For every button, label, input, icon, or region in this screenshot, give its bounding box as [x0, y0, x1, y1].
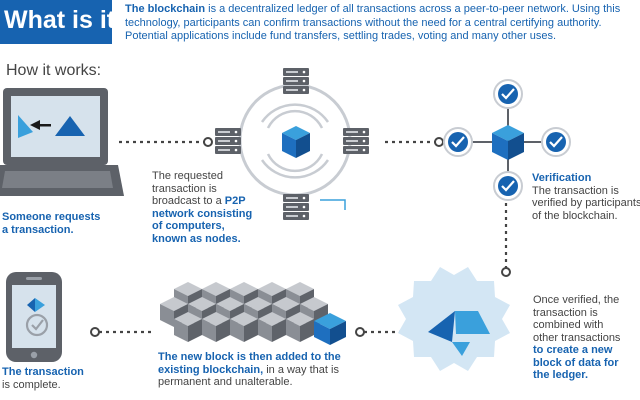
p2p-network [215, 68, 369, 220]
broadcast-l6: known as nodes. [152, 232, 241, 245]
server-icon [343, 128, 369, 154]
cube-icon [314, 313, 346, 345]
intro-paragraph: The blockchain is a decentralized ledger… [125, 3, 637, 44]
step-request-line1: Someone requests [2, 211, 101, 223]
section-heading: How it works: [6, 62, 102, 79]
broadcast-l3: broadcast to a [152, 195, 225, 207]
check-icon [443, 127, 473, 157]
verification-title: Verification [532, 172, 592, 184]
combined-l5: to create a new [533, 344, 613, 356]
broadcast-l2: transaction is [152, 182, 217, 195]
verification-l2: verified by participants [532, 197, 640, 209]
page-title: What is it? [4, 6, 131, 34]
broadcast-l5: of computers, [152, 220, 225, 232]
added-l1: The new block is then added to the [158, 351, 341, 363]
step-complete-text: The transaction is complete. [2, 366, 102, 391]
server-icon [283, 68, 309, 94]
phone-icon [6, 272, 62, 362]
cube-icon [492, 125, 524, 160]
step-added-text: The new block is then added to the exist… [158, 351, 378, 389]
cube-icon [282, 126, 310, 158]
laptop-icon [0, 88, 124, 196]
starburst-icon [398, 267, 510, 371]
step-broadcast-text: The requested transaction is broadcast t… [152, 170, 292, 245]
broadcast-l4: network consisting [152, 207, 253, 220]
check-icon [541, 127, 571, 157]
step-verification-text: Verification The transaction is verified… [532, 172, 640, 222]
combined-l4: other transactions [533, 331, 621, 344]
added-l2: existing blockchain, [158, 363, 264, 376]
broadcast-l1: The requested [152, 170, 223, 182]
complete-l1: The transaction [2, 366, 84, 378]
check-icon [493, 79, 523, 109]
verification-network [443, 79, 571, 201]
title-banner [0, 0, 112, 44]
broadcast-p2p: P2P [224, 195, 246, 207]
combined-l7: the ledger. [533, 369, 589, 381]
combined-l3: combined with [533, 319, 604, 331]
verification-l3: of the blockchain. [532, 209, 618, 222]
step-combined-text: Once verified, the transaction is combin… [533, 294, 639, 382]
intro-text: is a decentralized ledger of all transac… [125, 3, 621, 42]
intro-bold: The blockchain [125, 3, 206, 15]
verification-l1: The transaction is [532, 184, 619, 197]
added-l3: permanent and unalterable. [158, 376, 293, 388]
server-icon [215, 128, 241, 154]
complete-l2: is complete. [2, 378, 61, 391]
step-request-line2: a transaction. [2, 223, 74, 236]
blockchain-blocks [160, 282, 346, 345]
added-l2-rest: in a way that is [263, 363, 339, 376]
check-icon [493, 171, 523, 201]
combined-l1: Once verified, the [533, 294, 620, 306]
combined-l2: transaction is [533, 306, 598, 319]
combined-l6: block of data for [533, 356, 619, 369]
step-request-text: Someone requests a transaction. [2, 211, 112, 236]
